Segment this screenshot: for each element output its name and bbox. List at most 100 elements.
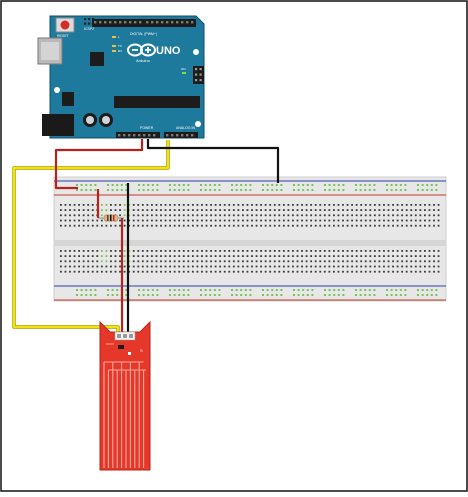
terminal-hole	[260, 209, 262, 211]
terminal-hole	[287, 270, 290, 273]
terminal-hole	[178, 224, 181, 227]
terminal-hole	[414, 204, 417, 206]
terminal-hole	[182, 209, 185, 211]
terminal-hole	[414, 250, 417, 252]
terminal-hole	[255, 260, 258, 263]
terminal-hole	[246, 265, 249, 268]
digital-pin	[176, 21, 179, 24]
terminal-hole	[414, 270, 417, 273]
brand-text: Arduino	[136, 58, 151, 63]
terminal-hole	[137, 219, 140, 222]
terminal-hole	[428, 204, 431, 206]
terminal-hole	[424, 209, 426, 211]
sensor-label: S	[140, 348, 143, 353]
rail-hole	[404, 289, 407, 291]
terminal-hole	[242, 214, 244, 217]
terminal-hole	[314, 265, 317, 268]
terminal-hole	[201, 219, 203, 222]
terminal-hole	[182, 250, 185, 252]
rail-hole	[355, 189, 357, 191]
terminal-hole	[223, 255, 226, 257]
terminal-hole	[378, 219, 381, 222]
terminal-hole	[228, 260, 231, 263]
rail-hole	[399, 184, 402, 186]
icsp-pin	[195, 73, 198, 76]
terminal-hole	[260, 270, 262, 273]
terminal-hole	[333, 214, 335, 217]
breadboard-holes	[60, 184, 440, 296]
terminal-hole	[73, 204, 76, 206]
terminal-hole	[82, 219, 85, 222]
terminal-hole	[346, 260, 349, 263]
terminal-hole	[396, 219, 399, 222]
terminal-hole	[273, 255, 276, 257]
terminal-hole	[114, 255, 117, 257]
terminal-hole	[196, 214, 199, 217]
terminal-hole	[396, 265, 399, 268]
terminal-hole	[373, 204, 376, 206]
terminal-hole	[114, 209, 117, 211]
terminal-hole	[392, 224, 394, 227]
terminal-hole	[337, 214, 340, 217]
terminal-hole	[251, 265, 253, 268]
terminal-hole	[433, 219, 435, 222]
terminal-hole	[414, 260, 417, 263]
rail-hole	[182, 184, 185, 186]
terminal-hole	[278, 260, 281, 263]
terminal-hole	[328, 214, 331, 217]
terminal-hole	[105, 255, 108, 257]
terminal-hole	[278, 209, 281, 211]
terminal-hole	[396, 224, 399, 227]
terminal-hole	[182, 214, 185, 217]
digital-pin	[161, 21, 164, 24]
arduino-logo	[127, 43, 156, 57]
rail-hole	[204, 289, 207, 291]
rail-hole	[328, 294, 331, 296]
power-pin	[123, 134, 126, 137]
rail-hole	[386, 294, 388, 296]
terminal-hole	[305, 250, 308, 252]
terminal-hole	[387, 219, 390, 222]
terminal-hole	[346, 250, 349, 252]
terminal-hole	[287, 250, 290, 252]
terminal-hole	[401, 270, 404, 273]
terminal-hole	[78, 265, 80, 268]
terminal-hole	[137, 214, 140, 217]
terminal-hole	[369, 265, 372, 268]
terminal-hole	[164, 260, 167, 263]
terminal-hole	[78, 224, 80, 227]
rail-hole	[426, 294, 429, 296]
terminal-hole	[210, 260, 212, 263]
terminal-hole	[360, 219, 363, 222]
rail-hole	[218, 184, 221, 186]
terminal-hole	[305, 260, 308, 263]
terminal-hole	[260, 260, 262, 263]
terminal-hole	[424, 270, 426, 273]
rail-hole	[399, 189, 402, 191]
terminal-hole	[396, 255, 399, 257]
terminal-hole	[342, 219, 344, 222]
terminal-hole	[128, 224, 131, 227]
rail-hole	[262, 184, 264, 186]
capacitor-1-top	[86, 116, 94, 124]
terminal-hole	[414, 214, 417, 217]
terminal-hole	[328, 255, 331, 257]
terminal-hole	[232, 265, 235, 268]
terminal-hole	[60, 219, 62, 222]
terminal-hole	[78, 204, 80, 206]
rail-hole	[293, 294, 295, 296]
terminal-hole	[201, 250, 203, 252]
terminal-hole	[392, 270, 394, 273]
terminal-hole	[237, 260, 240, 263]
terminal-hole	[364, 255, 367, 257]
terminal-hole	[424, 265, 426, 268]
terminal-hole	[419, 260, 422, 263]
terminal-hole	[373, 255, 376, 257]
terminal-hole	[219, 204, 222, 206]
digital-pin	[129, 21, 132, 24]
terminal-hole	[119, 204, 121, 206]
rail-hole	[293, 289, 295, 291]
rail-hole	[390, 289, 393, 291]
terminal-hole	[155, 204, 158, 206]
rail-hole	[240, 184, 243, 186]
